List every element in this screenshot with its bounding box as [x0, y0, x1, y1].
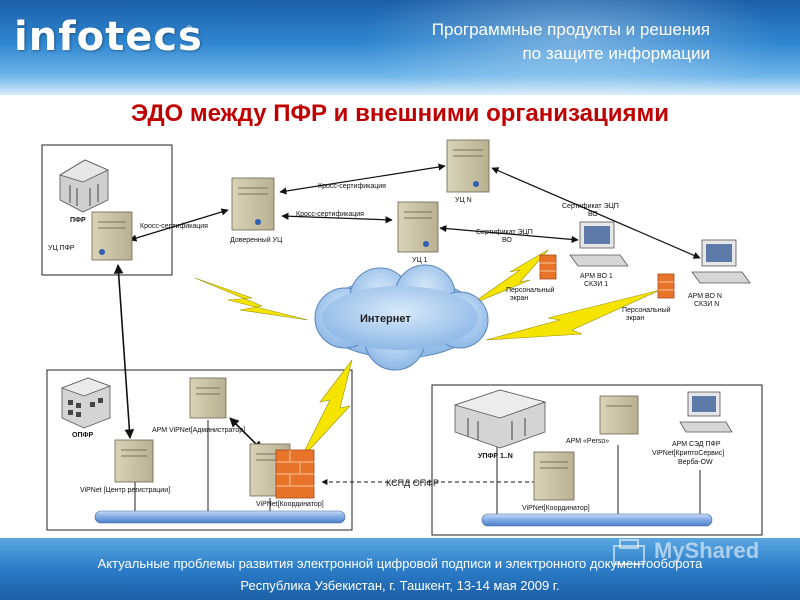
registered-mark: ® — [186, 24, 193, 34]
cert-vo-1-label-a: Сертификат ЭЦП — [476, 229, 533, 236]
admin-server-icon — [189, 377, 227, 419]
arm-sed-workstation-icon — [679, 391, 733, 433]
arm-vo-n-label-b: СКЗИ N — [694, 301, 719, 308]
pfr-building-icon — [59, 159, 109, 213]
header-subtitle: Программные продукты и решения по защите… — [432, 18, 710, 66]
lightning-bolt — [194, 277, 309, 321]
opfr-bus — [94, 510, 346, 524]
header-glow — [360, 0, 780, 95]
arm-sed-label-b: ViPNet[КриптоСервис] — [652, 450, 724, 457]
coordinator-1-label: ViPNet[Координатор] — [256, 501, 324, 508]
personal-firewall-1-icon — [539, 254, 557, 280]
uc-1-label: УЦ 1 — [412, 257, 428, 264]
arm-vo-n-label-a: АРМ ВО N — [688, 293, 722, 300]
watermark-text: MyShared — [654, 538, 760, 563]
lightning-bolt — [299, 359, 353, 461]
coordinator-2-label: ViPNet[Координатор] — [522, 505, 590, 512]
personal-firewall-2-icon — [657, 273, 675, 299]
upfr-box — [431, 384, 763, 536]
cross-cert-arrow-1 — [129, 208, 229, 242]
cert-vo-2-label-b: ВО — [588, 211, 598, 218]
arm-sed-label-c: Верба-OW — [678, 458, 713, 466]
internet-cloud — [314, 264, 489, 371]
perso-server-icon — [599, 395, 639, 435]
trusted-uc-server-icon — [231, 177, 275, 231]
cross-cert-label-3: Кросс-сертификация — [296, 211, 364, 218]
lightning-bolt — [469, 249, 549, 306]
kspd-label: КСПД ОПФР — [386, 478, 439, 488]
uc-n-server-icon — [446, 139, 490, 193]
arm-perso-label: АРМ «Perso» — [566, 438, 609, 445]
infotecs-logo: infotecs — [14, 14, 203, 60]
uc-pfr-label: УЦ ПФР — [48, 245, 75, 252]
cross-cert-arrow-3 — [281, 212, 393, 224]
uc-1-server-icon — [397, 201, 439, 253]
firewall-1-label-b: экран — [510, 295, 528, 302]
arm-vo-1-label-a: АРМ ВО 1 — [580, 273, 613, 280]
firewall-2-label-a: Персональный — [622, 306, 671, 314]
cross-cert-arrow-2 — [279, 163, 446, 195]
slide-title: ЭДО между ПФР и внешними организациями — [130, 100, 669, 127]
firewall-icon — [275, 449, 315, 499]
coordinator-2-server-icon — [533, 451, 575, 501]
upfr-bus — [481, 513, 713, 527]
registration-server-icon — [114, 439, 154, 483]
upfr-building-icon — [453, 389, 547, 449]
opfr-building-icon — [60, 377, 112, 429]
cert-vo-1-label-b: ВО — [502, 237, 512, 244]
header-subtitle-line1: Программные продукты и решения — [431, 20, 710, 39]
cert-vo-arrow-2 — [491, 167, 701, 259]
uc-n-label: УЦ N — [455, 197, 472, 204]
opfr-label: ОПФР — [72, 432, 93, 439]
upfr-label: УПФР 1..N — [478, 453, 513, 460]
uc-pfr-server-icon — [91, 211, 133, 261]
firewall-1-label-a: Персональный — [506, 286, 555, 294]
arm-admin-label: АРМ ViPNet[Администратор] — [152, 427, 245, 434]
registration-label: ViPNet [Центр регистрации] — [80, 487, 170, 494]
header-subtitle-line2: по защите информации — [522, 44, 710, 63]
header-banner: infotecs ® Программные продукты и решени… — [0, 0, 800, 95]
trusted-uc-label: Доверенный УЦ — [230, 236, 283, 244]
internet-label: Интернет — [360, 313, 411, 325]
arm-vo-1-label-b: СКЗИ 1 — [584, 281, 608, 288]
arm-vo-1-workstation-icon — [569, 221, 629, 267]
cross-cert-label-1: Кросс-сертификация — [140, 223, 208, 230]
pfr-label: ПФР — [70, 217, 86, 224]
cross-cert-label-2: Кросс-сертификация — [318, 183, 386, 190]
arm-vo-n-workstation-icon — [691, 239, 751, 284]
arm-sed-label-a: АРМ СЭД ПФР — [672, 441, 721, 448]
watermark: MyShared — [608, 536, 788, 568]
footer-line-1: Актуальные проблемы развития электронной… — [97, 556, 703, 571]
footer-line-2: Республика Узбекистан, г. Ташкент, 13-14… — [240, 578, 560, 593]
watermark-icon — [613, 539, 645, 565]
footer-banner — [0, 538, 800, 600]
cert-vo-2-label-a: Сертификат ЭЦП — [562, 203, 619, 210]
firewall-2-label-b: экран — [626, 315, 644, 322]
pfr-opfr-arrow — [113, 264, 135, 439]
opfr-box — [46, 369, 353, 531]
